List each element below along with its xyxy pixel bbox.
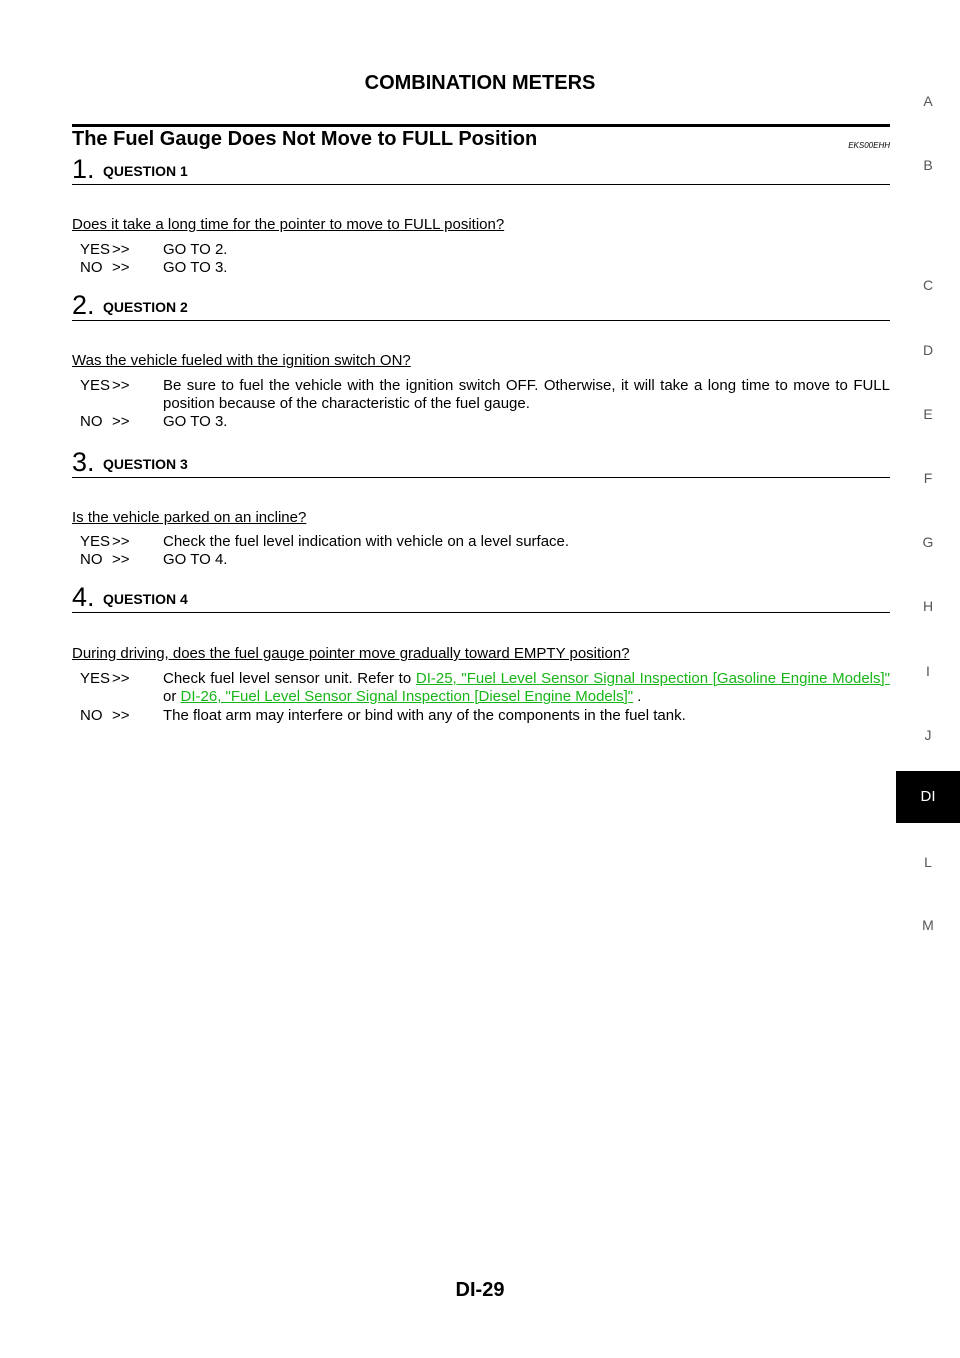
side-index-i[interactable]: I: [926, 663, 930, 679]
step-3-question: Is the vehicle parked on an incline?: [72, 509, 307, 526]
answer-arrow: >>: [112, 670, 130, 687]
answer-text: GO TO 3.: [163, 259, 228, 276]
step-2-question: Was the vehicle fueled with the ignition…: [72, 352, 411, 369]
answer-key: NO: [80, 551, 103, 568]
answer-text: Check the fuel level indication with veh…: [163, 533, 570, 550]
section-title-row: The Fuel Gauge Does Not Move to FULL Pos…: [72, 124, 890, 153]
side-index-e[interactable]: E: [923, 406, 933, 422]
step-2-header: 2. QUESTION 2: [72, 290, 890, 321]
answer-key: YES: [80, 670, 111, 687]
answer-arrow: >>: [112, 551, 130, 568]
step-4-question: During driving, does the fuel gauge poin…: [72, 645, 630, 662]
side-index-f[interactable]: F: [923, 470, 933, 486]
side-index-h[interactable]: H: [922, 598, 934, 614]
step-title: QUESTION 2: [103, 299, 188, 315]
side-index-a[interactable]: A: [923, 93, 933, 109]
step-number: 3.: [72, 447, 95, 477]
answer-key: NO: [80, 707, 103, 724]
step-number: 4.: [72, 582, 95, 612]
answer-text: The float arm may interfere or bind with…: [163, 707, 686, 724]
step-2-answer-yes: YES >> Be sure to fuel the vehicle with …: [80, 377, 890, 413]
page-header: COMBINATION METERS: [364, 72, 596, 94]
answer-text-middle: or: [163, 688, 181, 705]
section-code: EKS00EHH: [848, 141, 890, 150]
answer-key: YES: [80, 533, 111, 550]
reference-link-gasoline[interactable]: DI-25, "Fuel Level Sensor Signal Inspect…: [415, 670, 891, 687]
side-index-b[interactable]: B: [923, 157, 933, 173]
step-number: 2.: [72, 290, 95, 320]
step-4-answer-yes: YES >> Check fuel level sensor unit. Ref…: [80, 670, 890, 706]
side-index-m[interactable]: M: [922, 917, 934, 933]
step-3-answer-yes: YES >> Check the fuel level indication w…: [80, 533, 890, 551]
side-index-g[interactable]: G: [922, 534, 934, 550]
step-title: QUESTION 1: [103, 163, 188, 179]
side-index-d[interactable]: D: [922, 342, 934, 358]
step-1-header: 1. QUESTION 1: [72, 154, 890, 185]
answer-key: NO: [80, 259, 103, 276]
step-number: 1.: [72, 154, 95, 184]
step-3-header: 3. QUESTION 3: [72, 447, 890, 478]
step-4-header: 4. QUESTION 4: [72, 582, 890, 613]
page-number: DI-29: [455, 1279, 505, 1301]
answer-text: Check fuel level sensor unit. Refer to D…: [163, 670, 890, 706]
answer-arrow: >>: [112, 241, 130, 258]
side-index-l[interactable]: L: [924, 854, 932, 870]
side-index-c[interactable]: C: [922, 277, 934, 293]
answer-key: YES: [80, 377, 111, 394]
answer-arrow: >>: [112, 533, 130, 550]
answer-arrow: >>: [112, 707, 130, 724]
step-1-question: Does it take a long time for the pointer…: [72, 216, 505, 233]
answer-arrow: >>: [112, 413, 130, 430]
section-title: The Fuel Gauge Does Not Move to FULL Pos…: [72, 128, 538, 150]
answer-arrow: >>: [112, 377, 130, 394]
reference-link-diesel[interactable]: DI-26, "Fuel Level Sensor Signal Inspect…: [180, 688, 634, 705]
answer-text: GO TO 2.: [163, 241, 228, 258]
step-2-answer-no: NO >> GO TO 3.: [80, 413, 890, 431]
answer-text: GO TO 3.: [163, 413, 228, 430]
step-title: QUESTION 4: [103, 591, 188, 607]
answer-arrow: >>: [112, 259, 130, 276]
answer-key: NO: [80, 413, 103, 430]
step-1-answer-yes: YES >> GO TO 2.: [80, 241, 890, 259]
answer-text-after: .: [633, 688, 642, 705]
side-index-j[interactable]: J: [924, 727, 932, 743]
answer-text-before: Check fuel level sensor unit. Refer to: [163, 670, 416, 687]
answer-text: Be sure to fuel the vehicle with the ign…: [163, 377, 890, 412]
step-title: QUESTION 3: [103, 456, 188, 472]
step-1-answer-no: NO >> GO TO 3.: [80, 259, 890, 277]
step-3-answer-no: NO >> GO TO 4.: [80, 551, 890, 569]
side-index-di-active[interactable]: DI: [896, 771, 960, 823]
answer-text: GO TO 4.: [163, 551, 228, 568]
answer-key: YES: [80, 241, 111, 258]
step-4-answer-no: NO >> The float arm may interfere or bin…: [80, 707, 890, 725]
